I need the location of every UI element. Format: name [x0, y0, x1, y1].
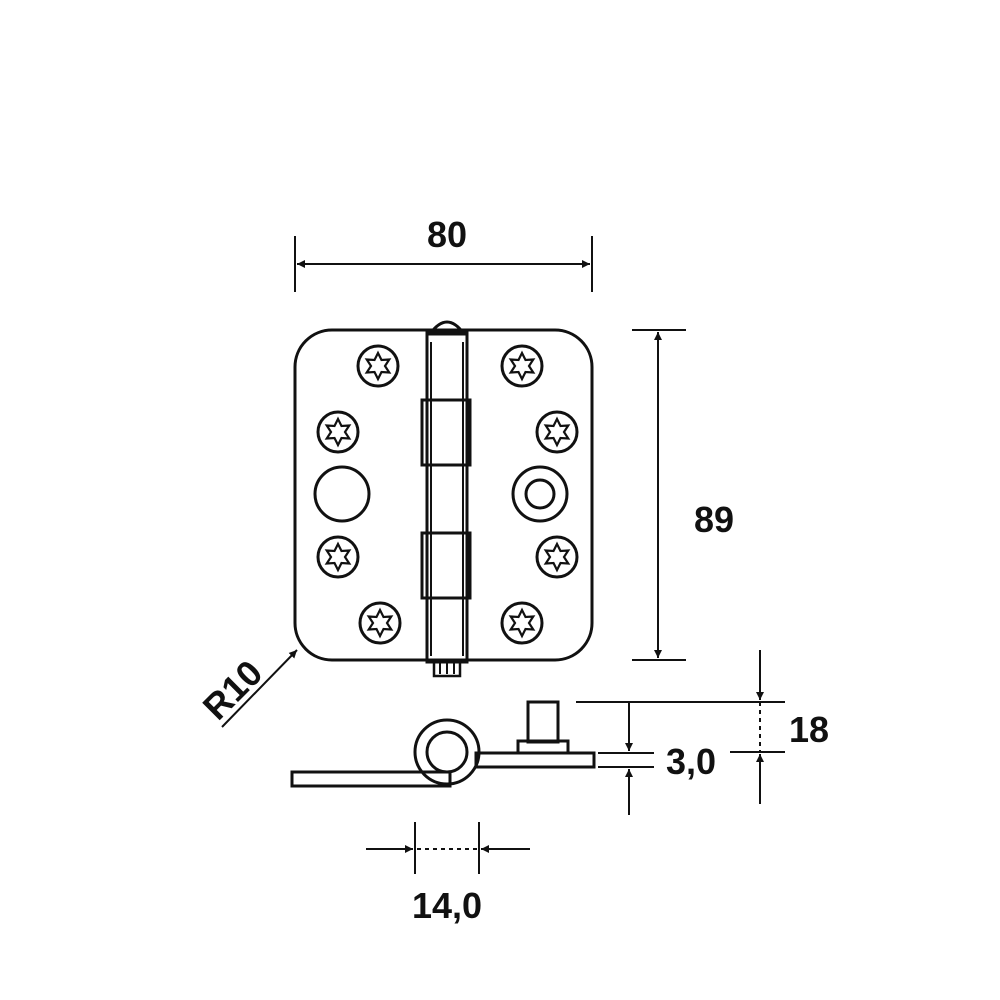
screw-hole-icon — [356, 344, 400, 388]
hinge-front-view — [293, 320, 594, 678]
hinge-barrel — [425, 330, 469, 664]
knuckle-segment — [420, 531, 472, 600]
screw-hole-icon — [316, 535, 360, 579]
side-knuckle-inner — [425, 730, 469, 774]
plate-thickness-label: 3,0 — [666, 741, 716, 782]
screw-hole-icon — [500, 601, 544, 645]
height-dimension: 89 — [632, 329, 734, 661]
security-pin — [524, 478, 556, 510]
knuckle-diameter-label: 14,0 — [412, 885, 482, 926]
hinge-side-view — [290, 700, 596, 788]
thickness-dimension: 18 — [576, 650, 829, 804]
hinge-pin-bottom — [432, 658, 462, 678]
security-pin-hole — [313, 465, 371, 523]
width-label: 80 — [427, 214, 467, 255]
screw-hole-icon — [535, 410, 579, 454]
plate-thickness-dimension: 3,0 — [598, 703, 716, 815]
side-knuckle-outer — [413, 718, 481, 786]
hinge-pin-top — [427, 320, 467, 336]
radius-label: R10 — [195, 652, 271, 728]
width-dimension: 80 — [294, 214, 593, 292]
screw-hole-icon — [500, 344, 544, 388]
screw-hole-icon — [358, 601, 402, 645]
screw-hole-icon — [535, 535, 579, 579]
side-leaf-left — [290, 770, 452, 788]
knuckle-diameter-dimension: 14,0 — [366, 822, 530, 926]
thickness-label: 18 — [789, 709, 829, 750]
height-label: 89 — [694, 499, 734, 540]
knuckle-segment — [420, 398, 472, 467]
radius-callout: R10 — [195, 649, 298, 728]
hinge-plate-outline — [293, 328, 594, 662]
side-leaf-right — [474, 751, 596, 769]
screw-hole-icon — [316, 410, 360, 454]
side-stud — [526, 700, 560, 744]
security-pin-boss — [511, 465, 569, 523]
